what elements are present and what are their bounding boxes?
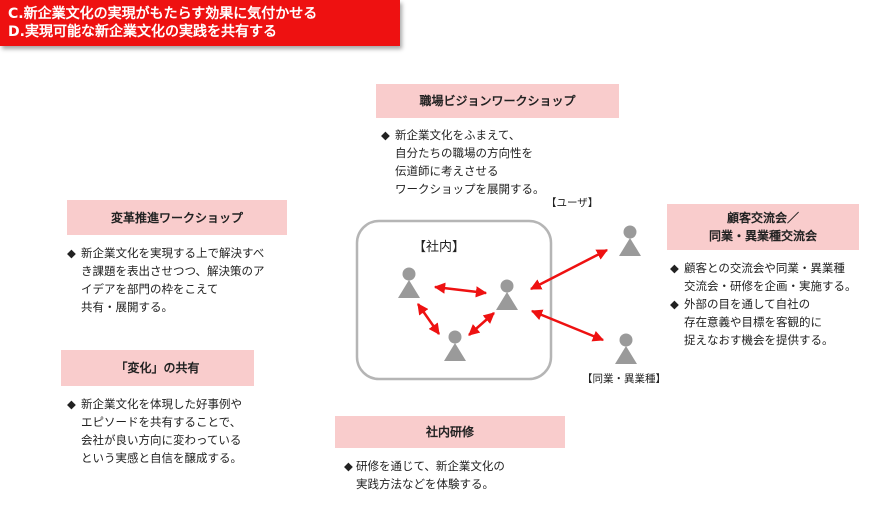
bullet-icon: ◆	[344, 459, 353, 473]
share-change-title-box: 「変化」の共有	[61, 350, 254, 386]
customer-exchange-title-line2: 同業・異業種交流会	[708, 229, 817, 243]
customer-exchange-description: ◆顧客との交流会や同業・異業種 交流会・研修を企画・実施する。 ◆外部の目を通し…	[670, 261, 857, 347]
vision-workshop-title-box: 職場ビジョンワークショップ	[376, 84, 619, 118]
reform-workshop-description: ◆新企業文化を実現する上で解決すべ き課題を表出させつつ、解決策のア イデアを部…	[67, 246, 265, 314]
arrow-center-user	[529, 248, 609, 291]
bullet-icon: ◆	[67, 397, 76, 411]
training-description: ◆研修を通じて、新企業文化の 実践方法などを体験する。	[344, 459, 505, 491]
vision-workshop-title: 職場ビジョンワークショップ	[419, 94, 576, 108]
industry-person	[615, 333, 637, 364]
internal-label: 【社内】	[413, 240, 466, 255]
arrow-left-center	[433, 282, 488, 298]
training-title-box: 社内研修	[335, 416, 565, 448]
user-person	[619, 225, 641, 256]
customer-exchange-title-line1: 顧客交流会／	[726, 211, 799, 225]
bullet-icon: ◆	[381, 128, 390, 142]
banner-line-d: D.実現可能な新企業文化の実践を共有する	[8, 24, 277, 40]
user-label: 【ユーザ】	[546, 197, 599, 209]
arrow-left-bottom	[416, 303, 441, 335]
training-title: 社内研修	[425, 425, 474, 439]
vision-workshop-description: ◆新企業文化をふまえて、 自分たちの職場の方向性を 伝道師に考えさせる ワークシ…	[381, 128, 545, 196]
customer-exchange-title-box: 顧客交流会／ 同業・異業種交流会	[667, 204, 859, 250]
reform-workshop-title: 変革推進ワークショップ	[110, 210, 243, 225]
banner-line-c: C.新企業文化の実現がもたらす効果に気付かせる	[8, 6, 318, 22]
internal-person-center	[496, 279, 518, 310]
internal-boundary-box	[355, 219, 553, 381]
share-change-title: 「変化」の共有	[115, 361, 200, 375]
internal-person-left	[398, 267, 420, 298]
arrow-center-industry	[530, 309, 605, 342]
arrow-bottom-center	[468, 312, 495, 336]
industry-label: 【同業・異業種】	[582, 373, 666, 385]
bullet-icon: ◆	[67, 246, 76, 260]
bullet-icon: ◆	[670, 261, 679, 275]
share-change-description: ◆新企業文化を体現した好事例や エピソードを共有することで、 会社が良い方向に変…	[67, 397, 242, 465]
header-banner: C.新企業文化の実現がもたらす効果に気付かせる D.実現可能な新企業文化の実践を…	[0, 0, 400, 46]
internal-person-bottom	[444, 330, 466, 361]
bullet-icon: ◆	[670, 297, 679, 311]
reform-workshop-title-box: 変革推進ワークショップ	[67, 200, 287, 235]
